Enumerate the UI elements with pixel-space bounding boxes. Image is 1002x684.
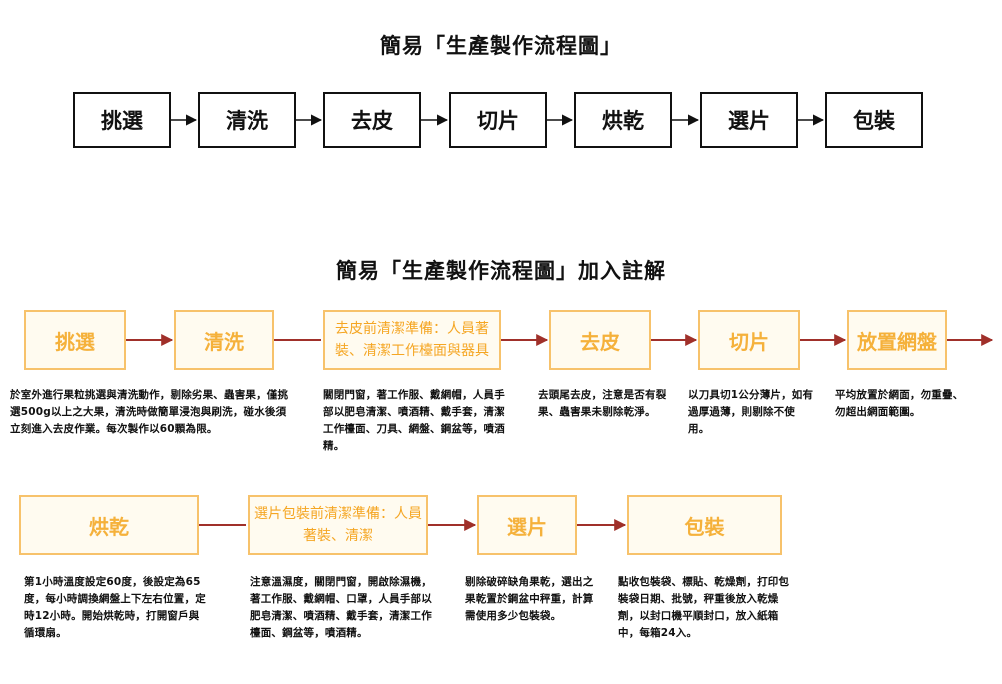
simple-flow-title: 簡易「生產製作流程圖」 <box>380 34 622 58</box>
step-box: 切片 <box>449 92 547 148</box>
step-box: 清洗 <box>198 92 296 148</box>
step-box: 烘乾 <box>574 92 672 148</box>
step-note: 第1小時溫度設定60度，後設定為65度，每小時調換網盤上下左右位置，定時12小時… <box>24 576 206 639</box>
annotated-flow-title: 簡易「生產製作流程圖」加入註解 <box>336 259 666 283</box>
annotated-step-box: 放置網盤 <box>847 310 947 370</box>
step-box: 挑選 <box>73 92 171 148</box>
annotated-step-box: 清洗 <box>174 310 274 370</box>
annotated-step-box: 挑選 <box>24 310 126 370</box>
annotated-step-box: 選片 <box>477 495 577 555</box>
step-box: 選片 <box>700 92 798 148</box>
annotated-step-box: 選片包裝前清潔準備：人員著裝、清潔 <box>248 495 428 555</box>
step-note: 關閉門窗，著工作服、戴網帽，人員手部以肥皂清潔、噴酒精、戴手套，清潔工作檯面、刀… <box>323 389 505 452</box>
step-note: 去頭尾去皮，注意是否有裂果、蟲害果未剔除乾淨。 <box>538 389 667 418</box>
step-note: 剔除破碎缺角果乾，選出之果乾置於鋼盆中秤重，計算需使用多少包裝袋。 <box>465 576 594 622</box>
step-box: 包裝 <box>825 92 923 148</box>
step-note: 以刀具切1公分薄片，如有過厚過薄，則剔除不使用。 <box>688 389 814 435</box>
annotated-step-box: 切片 <box>698 310 800 370</box>
annotated-step-box: 烘乾 <box>19 495 199 555</box>
step-box: 去皮 <box>323 92 421 148</box>
annotated-step-box: 去皮前清潔準備：人員著裝、清潔工作檯面與器具 <box>323 310 501 370</box>
step-note: 於室外進行果粒挑選與清洗動作，剔除劣果、蟲害果，僅挑選500g以上之大果，清洗時… <box>10 389 289 435</box>
annotated-step-box: 包裝 <box>627 495 782 555</box>
step-note: 點收包裝袋、標貼、乾燥劑，打印包裝袋日期、批號，秤重後放入乾燥劑，以封口機平順封… <box>618 576 790 639</box>
step-note: 注意溫濕度，關閉門窗，開啟除濕機，著工作服、戴網帽、口罩，人員手部以肥皂清潔、噴… <box>250 576 432 639</box>
annotated-step-box: 去皮 <box>549 310 651 370</box>
step-note: 平均放置於網面，勿重疊、勿超出網面範圍。 <box>835 389 964 418</box>
